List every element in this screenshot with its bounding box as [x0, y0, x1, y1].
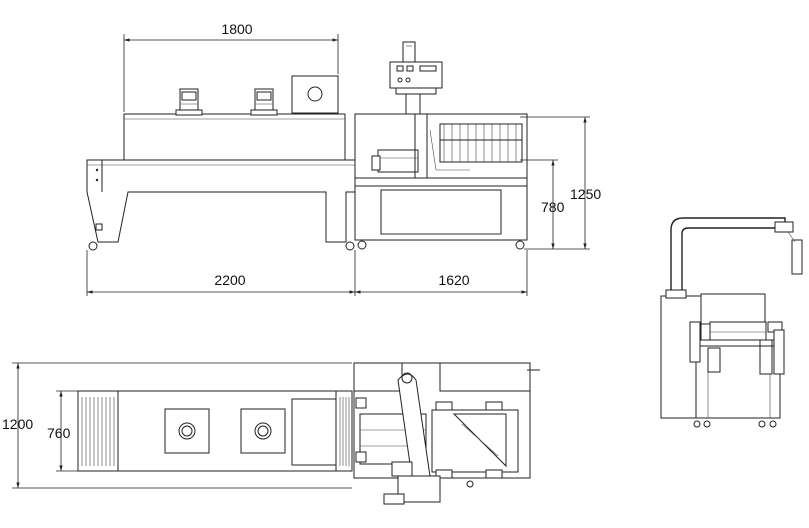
- dim-1250: 1250: [570, 186, 601, 202]
- side-control-box: [791, 239, 803, 275]
- fan-square-right: [240, 408, 286, 454]
- dim-1800: 1800: [221, 21, 252, 37]
- side-view: [660, 217, 803, 428]
- fan-box: [291, 75, 339, 114]
- tunnel-motor-left: [175, 88, 203, 116]
- front-view: 1800 2200 1620 780 1250: [86, 21, 601, 296]
- plan-view: 1200 760: [2, 362, 540, 505]
- dim-1620: 1620: [438, 272, 469, 288]
- sealer-machine: [354, 41, 528, 250]
- dim-1200: 1200: [2, 416, 33, 432]
- tunnel-motor-right: [250, 88, 278, 116]
- dim-2200: 2200: [214, 272, 245, 288]
- sealer-arm: [670, 217, 786, 295]
- sealer-plan: [353, 362, 540, 505]
- dim-780: 780: [541, 199, 565, 215]
- plan-control-box: [397, 475, 441, 503]
- dim-760: 760: [47, 425, 71, 441]
- shrink-tunnel-hood: [123, 113, 346, 161]
- tunnel-base: [86, 159, 356, 243]
- fan-square-left: [164, 408, 210, 454]
- sealer-cabinet: [354, 185, 528, 241]
